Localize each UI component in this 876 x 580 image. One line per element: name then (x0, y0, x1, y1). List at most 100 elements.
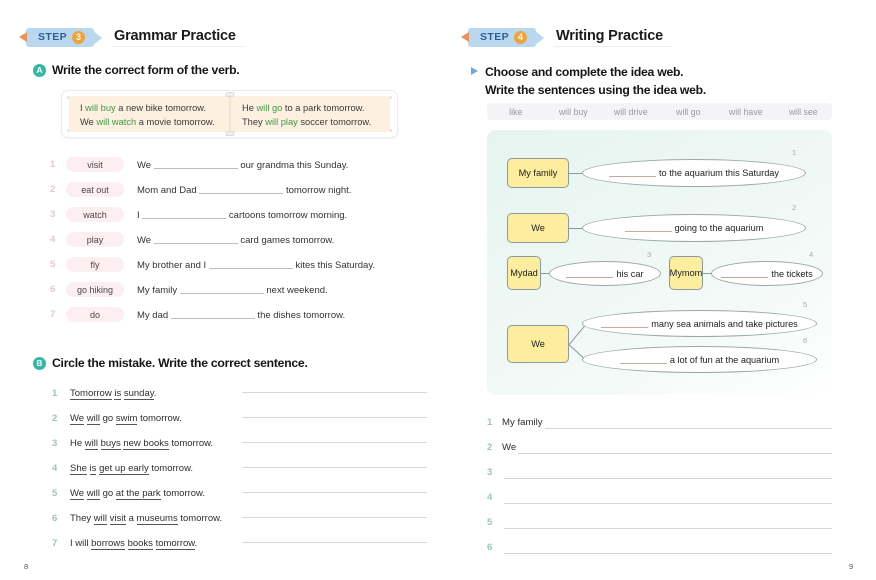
sentence-with-blank: My family next weekend. (137, 284, 328, 296)
ellipse-blank[interactable] (624, 224, 672, 232)
example-divider (229, 96, 230, 132)
correction-line[interactable] (242, 467, 427, 468)
correction-line[interactable] (242, 442, 427, 443)
corner-dot-icon (389, 96, 392, 99)
correction-line[interactable] (242, 492, 427, 493)
section-a-instruction: Write the correct form of the verb. (52, 63, 240, 77)
correction-line[interactable] (242, 542, 427, 543)
mistake-sentence[interactable]: Tomorrow is sunday. (70, 388, 157, 400)
step-number: 3 (72, 31, 86, 44)
sentence-with-blank: My dad the dishes tomorrow. (137, 309, 346, 321)
example-sentence: They will play soccer tomorrow. (242, 117, 372, 128)
correction-line[interactable] (242, 417, 427, 418)
step-label: STEP (480, 31, 510, 44)
idea-web-subject-box[interactable]: We (507, 213, 569, 243)
correction-line[interactable] (242, 392, 427, 393)
page-title: Writing Practice (554, 28, 672, 47)
sentence-with-blank: We our grandma this Sunday. (137, 159, 349, 171)
idea-web-connector (569, 323, 587, 345)
mistake-sentence[interactable]: He will buys new books tomorrow. (70, 438, 214, 450)
ellipse-text: to the aquarium this Saturday (608, 168, 779, 178)
example-sentence: I will buy a new bike tomorrow. (80, 103, 207, 113)
item-number: 4 (487, 491, 493, 503)
word-bank-item[interactable]: will drive (613, 106, 648, 117)
idea-web-connector (569, 228, 585, 229)
answer-row: 3 (487, 454, 832, 479)
item-number: 3 (487, 466, 493, 478)
answer-blank[interactable] (179, 284, 264, 294)
subject-label: mom (681, 267, 703, 278)
answer-write-line[interactable] (504, 542, 832, 554)
step-label: STEP (38, 31, 68, 44)
answer-blank[interactable] (170, 309, 255, 319)
sentence-with-blank: Mom and Dad tomorrow night. (137, 184, 352, 196)
idea-web-ellipse[interactable]: many sea animals and take pictures (582, 310, 817, 337)
corner-dot-icon (389, 129, 392, 132)
ellipse-blank[interactable] (608, 169, 656, 177)
item-number: 1 (487, 416, 493, 428)
answer-prefix: We (502, 441, 517, 453)
example-verb: will buy (85, 103, 116, 113)
mistake-sentence[interactable]: We will go at the park tomorrow. (70, 488, 206, 500)
idea-web-connector (541, 273, 552, 274)
mistake-sentence[interactable]: They will visit a museums tomorrow. (70, 513, 223, 525)
word-bank-item[interactable]: will go (676, 106, 701, 117)
ellipse-blank[interactable] (566, 270, 614, 278)
ellipse-blank[interactable] (601, 320, 649, 328)
writing-instructions: Choose and complete the idea web. Write … (471, 64, 706, 99)
mistake-sentence[interactable]: She is get up early tomorrow. (70, 463, 194, 475)
word-bank-item[interactable]: like (509, 106, 523, 117)
item-number: 6 (50, 284, 56, 295)
page-title: Grammar Practice (112, 28, 245, 47)
correction-line[interactable] (242, 517, 427, 518)
ellipse-blank[interactable] (721, 270, 769, 278)
corner-dot-icon (67, 96, 70, 99)
mistake-sentence[interactable]: We will go swim tomorrow. (70, 413, 182, 425)
word-bank-item[interactable]: will have (728, 106, 763, 117)
idea-web-item-number: 5 (803, 300, 808, 309)
item-number: 6 (52, 513, 58, 524)
idea-web-ellipse[interactable]: to the aquarium this Saturday (582, 159, 806, 187)
step-badge: STEP 4 (460, 28, 545, 47)
answer-write-line[interactable] (504, 467, 832, 479)
answer-blank[interactable] (208, 259, 293, 269)
instruction-line-2: Write the sentences using the idea web. (485, 82, 706, 97)
answer-write-line[interactable] (518, 442, 832, 454)
word-bank-item[interactable]: will buy (558, 106, 588, 117)
subject-label: We (531, 222, 545, 233)
mistake-sentence[interactable]: I will borrows books tomorrow. (70, 538, 198, 550)
section-b-instruction: Circle the mistake. Write the correct se… (52, 356, 308, 370)
item-number: 2 (52, 413, 58, 424)
item-number: 3 (50, 209, 56, 220)
idea-web-subject-box[interactable]: My family (507, 158, 569, 188)
idea-web-ellipse[interactable]: going to the aquarium (582, 214, 806, 242)
idea-web-item-number: 3 (647, 250, 652, 259)
section-b-heading: B Circle the mistake. Write the correct … (33, 356, 308, 370)
answer-blank[interactable] (153, 159, 238, 169)
verb-chip: do (66, 307, 124, 322)
answer-write-line[interactable] (544, 417, 832, 429)
answer-write-line[interactable] (504, 492, 832, 504)
item-number: 2 (487, 441, 493, 453)
section-a-heading: A Write the correct form of the verb. (33, 63, 240, 77)
idea-web-ellipse[interactable]: the tickets (711, 261, 823, 286)
answer-blank[interactable] (199, 184, 284, 194)
example-sentence: He will go to a park tomorrow. (242, 103, 365, 113)
word-bank-item[interactable]: will see (788, 106, 818, 117)
idea-web-ellipse[interactable]: his car (549, 261, 661, 286)
subject-label: My family (518, 167, 558, 178)
item-number: 4 (50, 234, 56, 245)
idea-web-ellipse[interactable]: a lot of fun at the aquarium (582, 346, 817, 373)
item-number: 7 (52, 538, 58, 549)
verb-chip: visit (66, 157, 124, 172)
answer-blank[interactable] (153, 234, 238, 244)
answer-blank[interactable] (142, 209, 227, 219)
answer-write-line[interactable] (504, 517, 832, 529)
ellipse-blank[interactable] (619, 356, 667, 364)
idea-web-subject-box[interactable]: We (507, 325, 569, 363)
